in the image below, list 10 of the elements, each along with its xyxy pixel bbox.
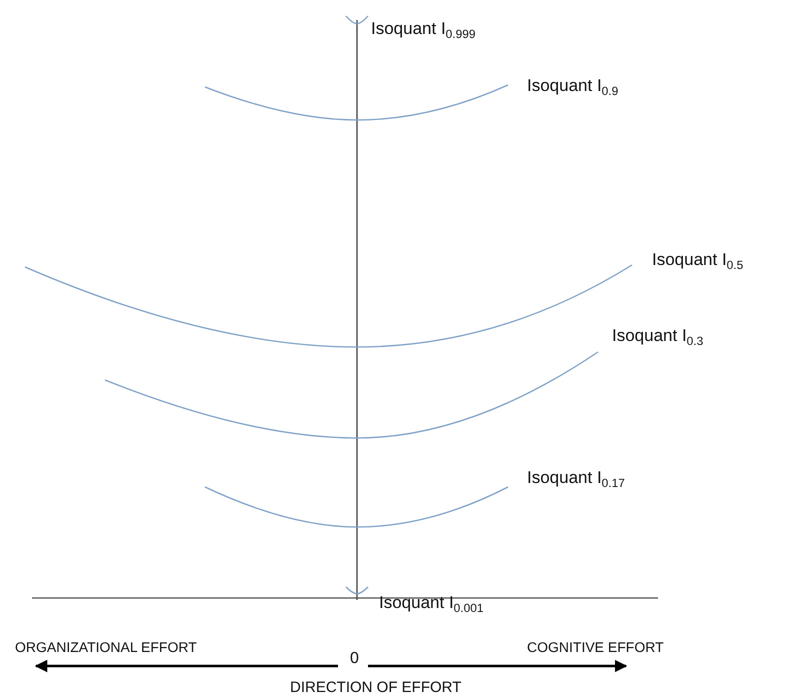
curve-label: Isoquant I$_{0.999}$ (371, 20, 476, 39)
axis-label: COGNITIVE EFFORT (527, 640, 664, 656)
curve-label: Isoquant I$_{0.9}$ (527, 77, 618, 96)
axis-title: DIRECTION OF EFFORT (290, 680, 462, 696)
curve-label: Isoquant I$_{0.001}$ (379, 594, 484, 613)
curve-label: Isoquant I$_{0.5}$ (652, 251, 744, 270)
curve-label: Isoquant I$_{0.3}$ (612, 327, 704, 346)
origin-label: 0 (350, 650, 359, 668)
axis-label: ORGANIZATIONAL EFFORT (15, 640, 197, 656)
curve-label: Isoquant I$_{0.17}$ (527, 469, 625, 488)
